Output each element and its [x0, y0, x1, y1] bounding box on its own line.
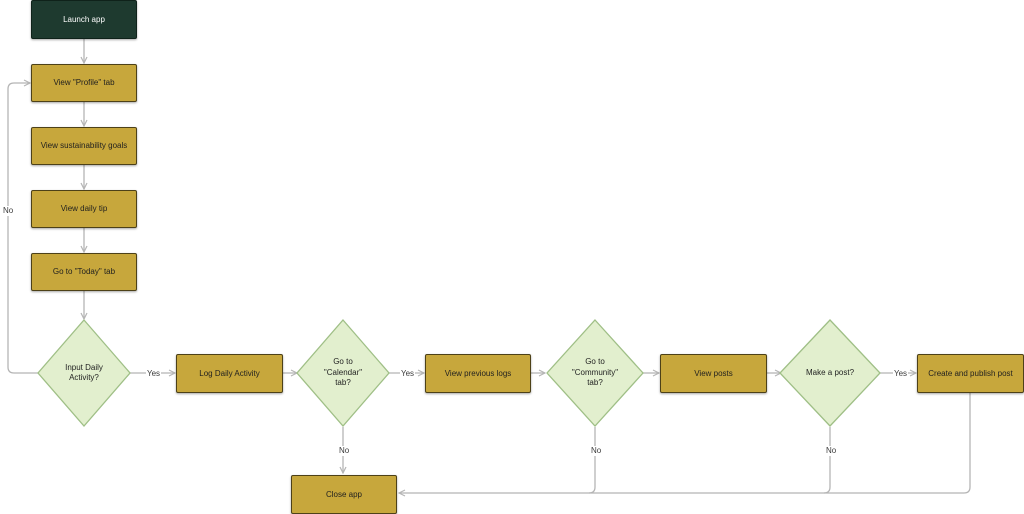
decision-calendar-line3: tab? — [335, 378, 351, 388]
node-view-previous-logs: View previous logs — [425, 354, 531, 393]
node-go-to-today-tab-label: Go to "Today" tab — [52, 267, 116, 276]
decision-community-line3: tab? — [587, 378, 603, 388]
decision-go-to-calendar-tab: Go to "Calendar" tab? — [303, 350, 383, 396]
node-view-sustainability-goals: View sustainability goals — [31, 127, 137, 165]
decision-community-line2: "Community" — [571, 367, 619, 377]
decision-input-daily-shape — [37, 319, 131, 427]
decision-make-a-post: Make a post? — [786, 364, 874, 382]
node-create-and-publish-post-label: Create and publish post — [928, 368, 1013, 378]
node-create-and-publish-post: Create and publish post — [917, 354, 1024, 393]
node-view-daily-tip: View daily tip — [31, 190, 137, 228]
decision-calendar-line2: "Calendar" — [323, 367, 363, 377]
node-launch-app-label: Launch app — [63, 14, 105, 24]
node-view-profile-tab: View "Profile" tab — [31, 64, 137, 102]
decision-input-daily-line1: Input Daily — [65, 362, 103, 372]
node-log-daily-activity: Log Daily Activity — [176, 354, 283, 393]
decision-go-to-community-tab: Go to "Community" tab? — [553, 350, 637, 396]
node-view-posts: View posts — [660, 354, 767, 393]
edge-label-calendar-no: No — [338, 446, 351, 456]
edge-create-to-close — [399, 393, 971, 493]
node-view-previous-logs-label: View previous logs — [444, 368, 512, 378]
node-view-profile-tab-label: View "Profile" tab — [53, 78, 115, 87]
edge-label-input-no: No — [2, 206, 15, 216]
node-close-app: Close app — [291, 475, 397, 514]
edge-label-makepost-no: No — [825, 446, 838, 456]
node-view-daily-tip-label: View daily tip — [60, 204, 108, 213]
edge-community-no — [588, 427, 596, 494]
decision-calendar-shape — [296, 319, 390, 427]
decision-make-a-post-label: Make a post? — [805, 367, 855, 377]
decision-input-daily-activity: Input Daily Activity? — [44, 352, 124, 394]
node-log-daily-activity-label: Log Daily Activity — [199, 368, 260, 378]
edge-label-community-no: No — [590, 446, 603, 456]
decision-community-shape — [546, 319, 644, 427]
decision-calendar-line1: Go to — [333, 357, 353, 367]
decision-community-line1: Go to — [585, 357, 605, 367]
decision-input-daily-line2: Activity? — [69, 373, 99, 382]
node-go-to-today-tab: Go to "Today" tab — [31, 253, 137, 291]
edge-makepost-no — [823, 427, 831, 494]
node-view-posts-label: View posts — [694, 368, 733, 378]
decision-make-post-shape — [779, 319, 881, 427]
edge-label-calendar-yes: Yes — [400, 369, 416, 379]
node-launch-app: Launch app — [31, 0, 137, 39]
edge-input-no-loop — [7, 83, 38, 374]
edge-label-makepost-yes: Yes — [893, 369, 909, 379]
edge-label-input-yes: Yes — [146, 369, 162, 379]
node-close-app-label: Close app — [325, 489, 363, 499]
node-view-sustainability-goals-label: View sustainability goals — [40, 141, 128, 150]
